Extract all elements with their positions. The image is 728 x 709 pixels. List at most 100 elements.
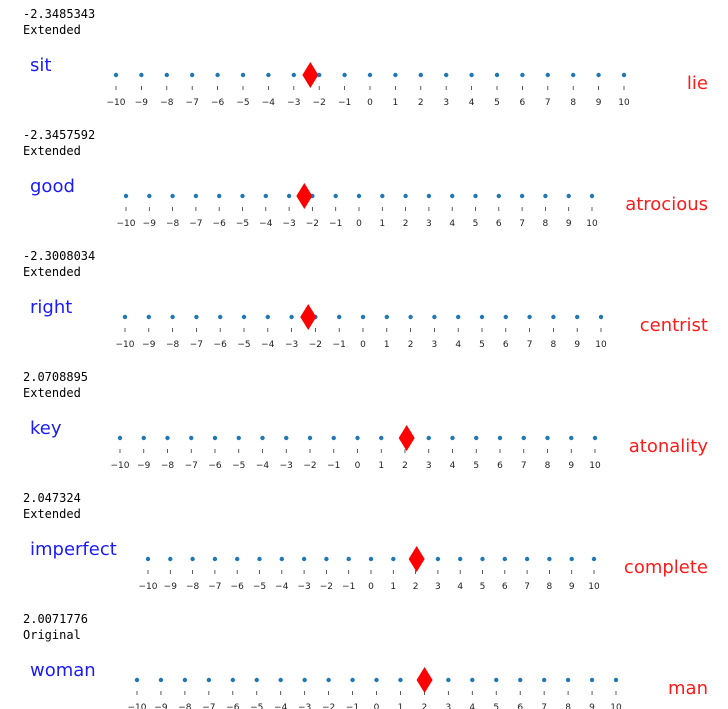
data-point — [189, 435, 194, 441]
data-point — [113, 72, 119, 78]
x-tick-label: −3 — [282, 219, 295, 229]
data-point — [432, 314, 437, 320]
x-tick-label: 7 — [521, 461, 527, 471]
x-tick-label: 10 — [610, 703, 622, 709]
data-point — [435, 556, 441, 562]
x-tick-label: 9 — [566, 219, 572, 229]
data-point — [289, 314, 294, 320]
data-point — [241, 314, 247, 320]
x-tick-label: −6 — [231, 582, 245, 592]
x-tick-label: 3 — [435, 582, 441, 592]
x-tick-label: 8 — [570, 98, 576, 108]
data-point — [356, 193, 362, 199]
x-tick-label: 9 — [574, 340, 580, 350]
data-point — [286, 193, 292, 199]
x-tick-label: −4 — [256, 461, 270, 471]
x-tick-label: −6 — [208, 461, 222, 471]
x-tick-label: 9 — [568, 461, 574, 471]
x-tick-label: 4 — [449, 219, 455, 229]
x-tick-label: 8 — [545, 461, 551, 471]
x-tick-label: 6 — [517, 703, 523, 709]
panel-1: -2.3485343Extendedsitlie−10−9−8−7−6−5−4−… — [23, 7, 708, 108]
data-point — [545, 72, 550, 78]
data-point — [418, 72, 423, 78]
data-point — [134, 677, 140, 683]
data-point — [240, 193, 245, 199]
label-text: Extended — [23, 386, 81, 400]
panel-4: 2.0708895Extendedkeyatonality−10−9−8−7−6… — [23, 370, 708, 471]
x-tick-label: 2 — [418, 98, 424, 108]
data-point — [333, 193, 338, 199]
data-point — [257, 556, 262, 562]
data-point — [473, 193, 478, 199]
x-tick-label: 3 — [432, 340, 438, 350]
x-tick-label: 4 — [450, 461, 456, 471]
data-point — [551, 314, 556, 320]
data-point — [450, 193, 455, 199]
data-point — [278, 677, 283, 683]
data-point — [543, 193, 548, 199]
x-tick-label: −4 — [274, 703, 288, 709]
data-point — [307, 435, 313, 441]
data-point — [527, 314, 532, 320]
data-point — [569, 556, 574, 562]
x-tick-label: −5 — [232, 461, 245, 471]
x-tick-label: −7 — [186, 98, 199, 108]
data-point — [260, 435, 265, 441]
value-text: -2.3008034 — [23, 249, 95, 263]
x-tick-label: −5 — [236, 98, 249, 108]
x-tick-label: −1 — [338, 98, 351, 108]
x-tick-label: −4 — [262, 98, 276, 108]
data-point — [566, 193, 571, 199]
data-point — [122, 314, 128, 320]
x-tick-label: −10 — [111, 461, 130, 471]
x-tick-label: −2 — [306, 219, 319, 229]
x-tick-label: −3 — [287, 98, 300, 108]
value-marker — [300, 304, 317, 330]
data-point — [265, 314, 270, 320]
x-tick-label: 10 — [588, 582, 600, 592]
data-point — [218, 314, 223, 320]
data-point — [165, 435, 170, 441]
data-point — [613, 677, 619, 683]
right-word: atonality — [629, 436, 709, 457]
data-point — [342, 72, 347, 78]
data-point — [301, 556, 307, 562]
data-point — [503, 314, 508, 320]
x-tick-label: −8 — [166, 340, 180, 350]
data-point — [469, 72, 474, 78]
x-tick-label: −10 — [117, 219, 136, 229]
value-marker — [416, 667, 433, 693]
panel-6: 2.0071776Originalwomanman−10−9−8−7−6−5−4… — [23, 612, 708, 709]
label-text: Extended — [23, 265, 81, 279]
x-tick-label: 1 — [384, 340, 390, 350]
x-tick-label: 3 — [443, 98, 449, 108]
x-tick-label: 7 — [541, 703, 547, 709]
x-tick-label: 3 — [426, 219, 432, 229]
data-point — [217, 193, 222, 199]
label-text: Extended — [23, 144, 81, 158]
x-tick-label: −10 — [116, 340, 135, 350]
data-point — [212, 435, 218, 441]
data-point — [350, 677, 355, 683]
data-point — [374, 677, 379, 683]
data-point — [479, 314, 485, 320]
data-point — [474, 435, 479, 441]
data-point — [494, 72, 500, 78]
data-point — [263, 193, 268, 199]
x-tick-label: −9 — [142, 340, 156, 350]
data-point — [575, 314, 580, 320]
data-point — [589, 193, 595, 199]
x-tick-label: −2 — [309, 340, 322, 350]
panel-2: -2.3457592Extendedgoodatrocious−10−9−8−7… — [23, 128, 708, 229]
data-point — [146, 314, 151, 320]
x-tick-label: 10 — [586, 219, 598, 229]
x-tick-label: 9 — [589, 703, 595, 709]
value-marker — [302, 62, 319, 88]
data-point — [190, 72, 195, 78]
data-point — [139, 72, 144, 78]
data-point — [480, 556, 485, 562]
x-tick-label: −5 — [236, 219, 249, 229]
x-tick-label: 10 — [589, 461, 601, 471]
data-point — [408, 314, 413, 320]
